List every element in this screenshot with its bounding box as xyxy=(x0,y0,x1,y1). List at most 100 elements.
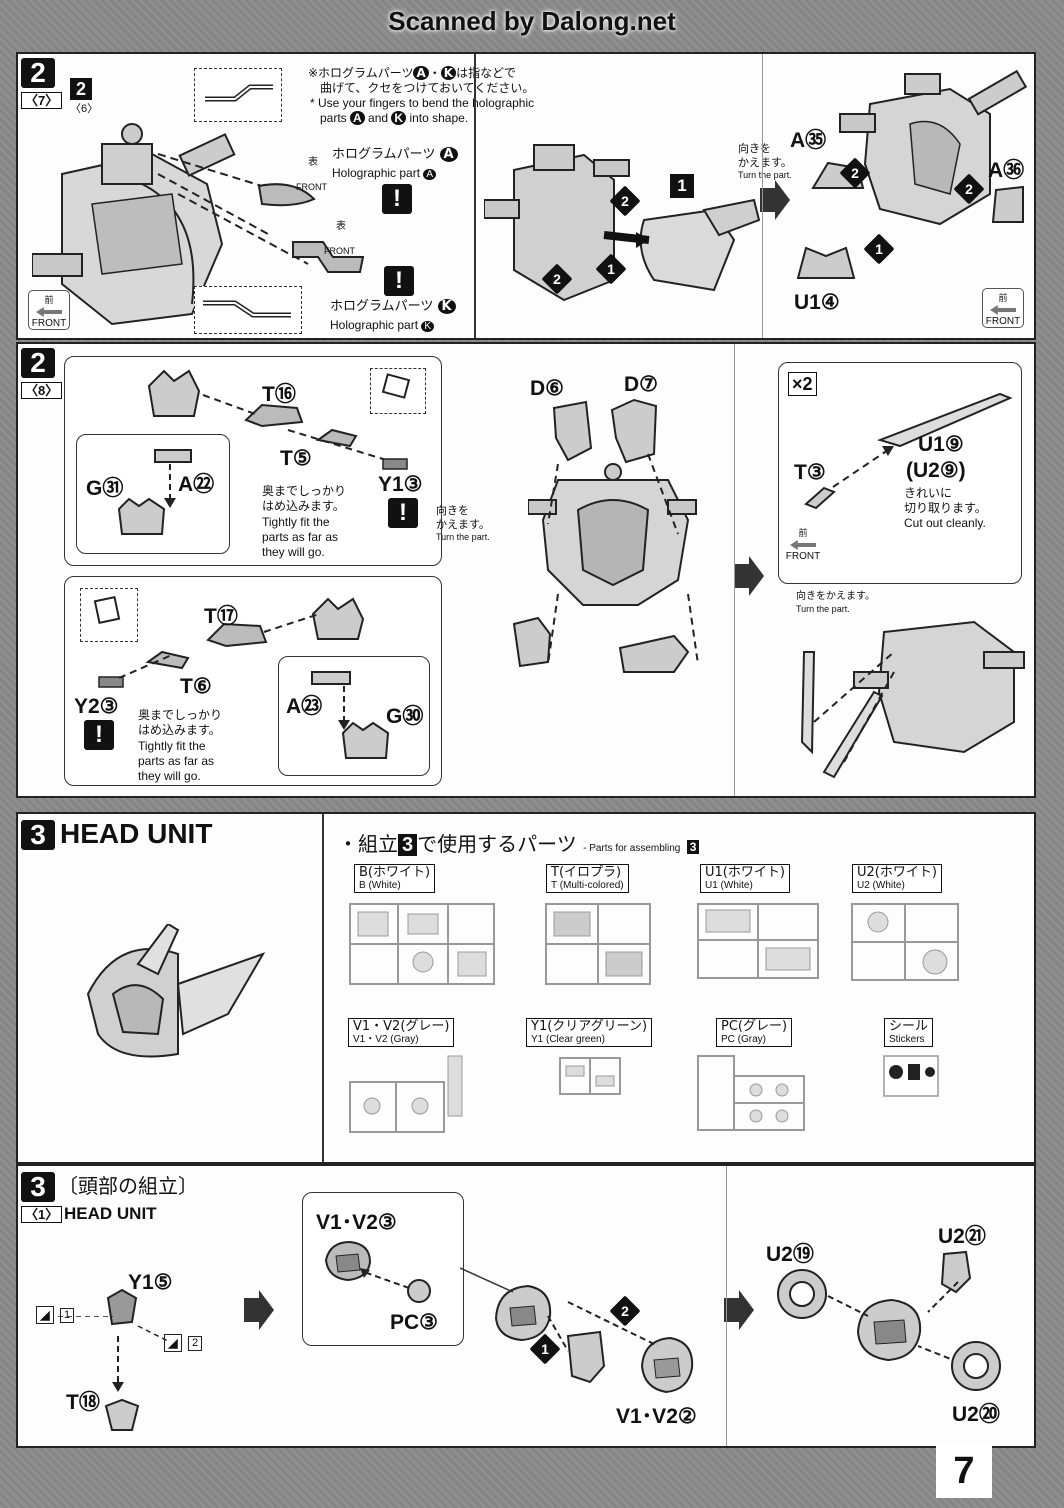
hologram-note-jp-line2: 曲げて、クセをつけておいてください。 xyxy=(320,81,535,95)
part-a23-shape xyxy=(311,671,351,730)
turn-part-jp-1: 向きを xyxy=(436,504,469,517)
step-sub-number: 〈8〉 xyxy=(21,382,63,399)
part-label: PC③ xyxy=(390,1311,438,1334)
pc-dash-line xyxy=(360,1268,410,1289)
runner-label-y1: Y1(クリアグリーン)Y1 (Clear green) xyxy=(526,1018,653,1047)
part-g31-shape xyxy=(117,497,166,535)
part-label: Y1③ xyxy=(378,473,423,496)
next-step-arrow-icon xyxy=(724,1290,754,1330)
tight-fit-jp-1: 奥までしっかり xyxy=(262,484,347,498)
divider xyxy=(474,54,476,338)
runner-label-u1: U1(ホワイト)U1 (White) xyxy=(700,864,790,893)
part-u2-20-shape xyxy=(951,1341,1001,1391)
part-label: (U2⑨) xyxy=(906,459,966,482)
runner-v-sprue xyxy=(349,1055,463,1133)
collar-parts-d xyxy=(552,398,658,464)
part-label: U1⑨ xyxy=(918,433,964,456)
part-t18-shape xyxy=(104,1398,140,1431)
sticker-box xyxy=(80,588,138,642)
front-orientation-badge: 前 FRONT xyxy=(982,288,1024,328)
step-number: 3 xyxy=(21,1172,55,1202)
part-label: A㉟ xyxy=(790,129,827,152)
bend-shape-box-k xyxy=(194,286,302,334)
part-t5-shape xyxy=(315,428,358,448)
part-g30-shape xyxy=(341,721,390,759)
blade-dash-line xyxy=(832,446,894,488)
front-badge-en: FRONT xyxy=(31,318,67,329)
tight-fit-en-3: they will go. xyxy=(138,769,201,783)
tight-fit-jp-2: はめ込みます。 xyxy=(262,499,345,513)
section-title: HEAD UNIT xyxy=(60,818,213,849)
torso-back-illustration xyxy=(484,144,761,302)
head-dash-lines xyxy=(547,1301,659,1352)
part-label: G㉛ xyxy=(86,477,124,500)
step-sub-number: 〈1〉 xyxy=(21,1206,63,1223)
holo-part-a-en: Holographic part A xyxy=(332,166,437,182)
blade-part-shape xyxy=(876,392,1013,448)
bend-shape-box-a xyxy=(194,68,282,122)
tight-fit-jp-2: はめ込みます。 xyxy=(138,723,221,737)
part-u2-21-shape xyxy=(940,1250,972,1294)
head-assembly-shape xyxy=(494,1284,552,1342)
cut-clean-jp-1: きれいに xyxy=(904,486,953,500)
part-label: Y1⑤ xyxy=(128,1271,173,1294)
step-number: 2 xyxy=(21,348,55,378)
part-t3-shape xyxy=(804,486,836,510)
tight-fit-en-1: Tightly fit the xyxy=(262,515,330,529)
part-label: T⑰ xyxy=(204,605,238,628)
face-part-shape xyxy=(566,1330,606,1384)
head-final-shape xyxy=(856,1298,922,1362)
runner-label-u2: U2(ホワイト)U2 (White) xyxy=(852,864,942,893)
divider xyxy=(762,54,763,338)
divider xyxy=(734,344,735,796)
sequence-marker: 2 xyxy=(953,173,985,205)
page-number: 7 xyxy=(936,1444,992,1498)
sequence-marker: 2 xyxy=(839,157,871,189)
divider xyxy=(726,1166,727,1446)
runner-pc-sprue xyxy=(697,1055,805,1131)
top-dash-line xyxy=(202,394,394,463)
part-t16-shape xyxy=(244,403,304,428)
watermark-text: Scanned by Dalong.net xyxy=(388,6,676,36)
pc-part-shape xyxy=(407,1279,431,1303)
torso-front-illustration xyxy=(528,463,697,606)
tight-fit-jp-1: 奥までしっかり xyxy=(138,708,223,722)
holo-part-k-jp: ホログラムパーツ K xyxy=(330,299,456,314)
part-block-number: 1 xyxy=(670,174,694,198)
holo-part-k-en: Holographic part K xyxy=(330,318,435,334)
turn-part-jp-2: かえます。 xyxy=(738,156,792,169)
holo-part-a-jp: ホログラムパーツ A xyxy=(332,147,458,162)
bottom-dash-line xyxy=(118,613,320,679)
runner-label-b: B(ホワイト)B (White) xyxy=(354,864,436,893)
part-label: T⑯ xyxy=(262,383,296,406)
part-label: Y2③ xyxy=(74,695,119,718)
caution-icon: ! xyxy=(388,498,418,528)
hologram-part-k-shape xyxy=(292,241,365,273)
front-label-k-jp: 表 xyxy=(336,221,346,232)
runner-t-sprue xyxy=(545,903,651,985)
step-sub-number: 〈7〉 xyxy=(21,92,63,109)
caution-icon: ! xyxy=(384,266,414,296)
part-y1-5-shape xyxy=(106,1288,138,1326)
part-label: T③ xyxy=(794,461,826,484)
hip-part-shape xyxy=(991,185,1024,223)
part-label: D⑥ xyxy=(530,377,564,400)
shoulder-armor-right xyxy=(618,634,690,673)
front-label-a-jp: 表 xyxy=(308,157,318,168)
front-arrow-icon xyxy=(990,305,1016,315)
shoulder-part-bottom xyxy=(311,597,365,640)
head-unit-illustration xyxy=(86,924,266,1058)
part-label: T⑱ xyxy=(66,1391,100,1414)
turn-part-jp-2: かえます。 xyxy=(436,518,490,531)
part-label: D⑦ xyxy=(624,373,658,396)
shoulder-armor-left xyxy=(512,616,552,668)
head-final-dash-lines xyxy=(827,1281,969,1367)
divider xyxy=(322,814,324,1162)
part-label: U2㉑ xyxy=(938,1225,986,1248)
hologram-note-en-line2: parts A and K into shape. xyxy=(320,111,469,125)
tight-fit-en-2: parts as far as xyxy=(138,754,215,768)
front-orientation-badge: 前 FRONT xyxy=(28,290,70,330)
part-y2-shape xyxy=(98,676,124,688)
